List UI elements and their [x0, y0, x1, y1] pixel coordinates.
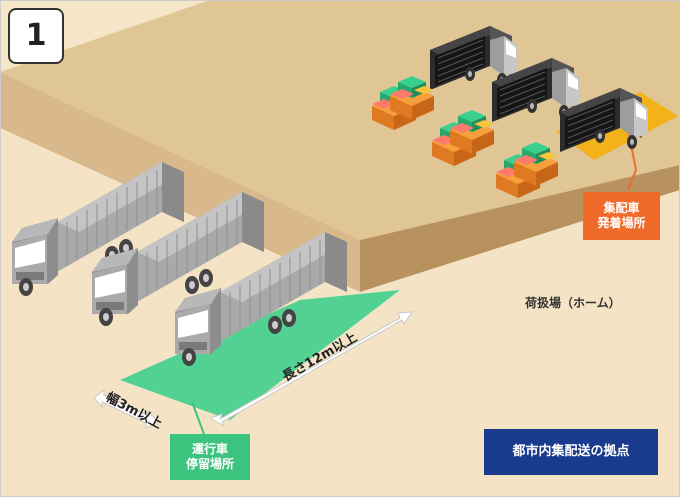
- collection-vehicle-area-label: 集配車 発着場所: [583, 192, 660, 240]
- stop-label-line: 停留場所: [185, 457, 234, 471]
- diagram-title: 都市内集配送の拠点: [484, 429, 658, 475]
- length-arrow: [208, 311, 413, 428]
- collection-label-line: 集配車: [603, 201, 640, 215]
- stop-label-line: 運行車: [191, 442, 228, 456]
- stop-area-label: 運行車 停留場所: [170, 434, 250, 480]
- stop-zone: [120, 290, 400, 420]
- step-number-badge: 1: [8, 8, 64, 64]
- collection-label-line: 発着場所: [597, 216, 646, 230]
- platform-label: 荷扱場（ホーム）: [525, 296, 621, 310]
- width-arrow: [93, 388, 159, 429]
